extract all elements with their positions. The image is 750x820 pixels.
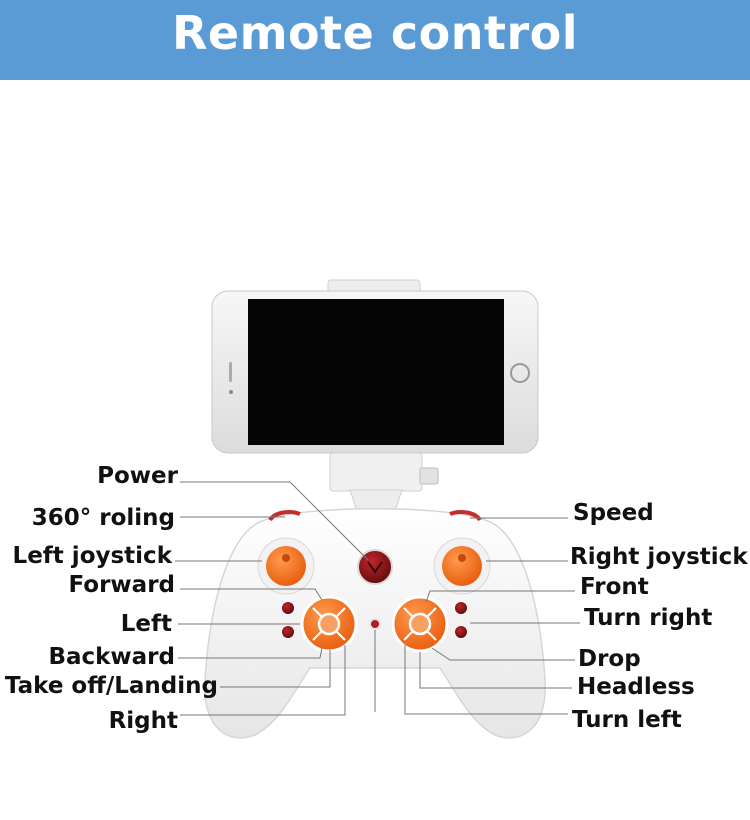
phone-screen [248,299,504,445]
label-drop: Drop [578,646,641,672]
right-dpad [391,595,449,653]
label-speed: Speed [573,500,654,526]
left-dpad [300,595,358,653]
smartphone [211,290,539,454]
center-indicator-light [369,618,381,630]
label-front: Front [580,574,649,600]
label-right: Right [108,708,178,734]
right-small-button-top [455,602,467,614]
label-forward: Forward [68,572,176,598]
label-turn-right: Turn right [584,605,713,631]
label-left: Left [120,611,172,637]
left-joystick [257,537,315,595]
title-banner: Remote control [0,0,750,80]
label-headless: Headless [577,674,695,700]
right-joystick [433,537,491,595]
left-small-button-top [282,602,294,614]
label-take-off-landing: Take off/Landing [4,673,218,699]
right-small-button-bottom [455,626,467,638]
leader-lines [175,481,580,716]
label-left-joystick: Left joystick [12,543,172,569]
label-360-roling: 360° roling [31,505,175,531]
label-backward: Backward [48,644,175,670]
label-turn-left: Turn left [572,707,682,733]
phone-home-button [510,363,530,383]
left-small-button-bottom [282,626,294,638]
page-title: Remote control [171,6,579,60]
label-power: Power [97,463,178,489]
label-right-joystick: Right joystick [570,544,748,570]
